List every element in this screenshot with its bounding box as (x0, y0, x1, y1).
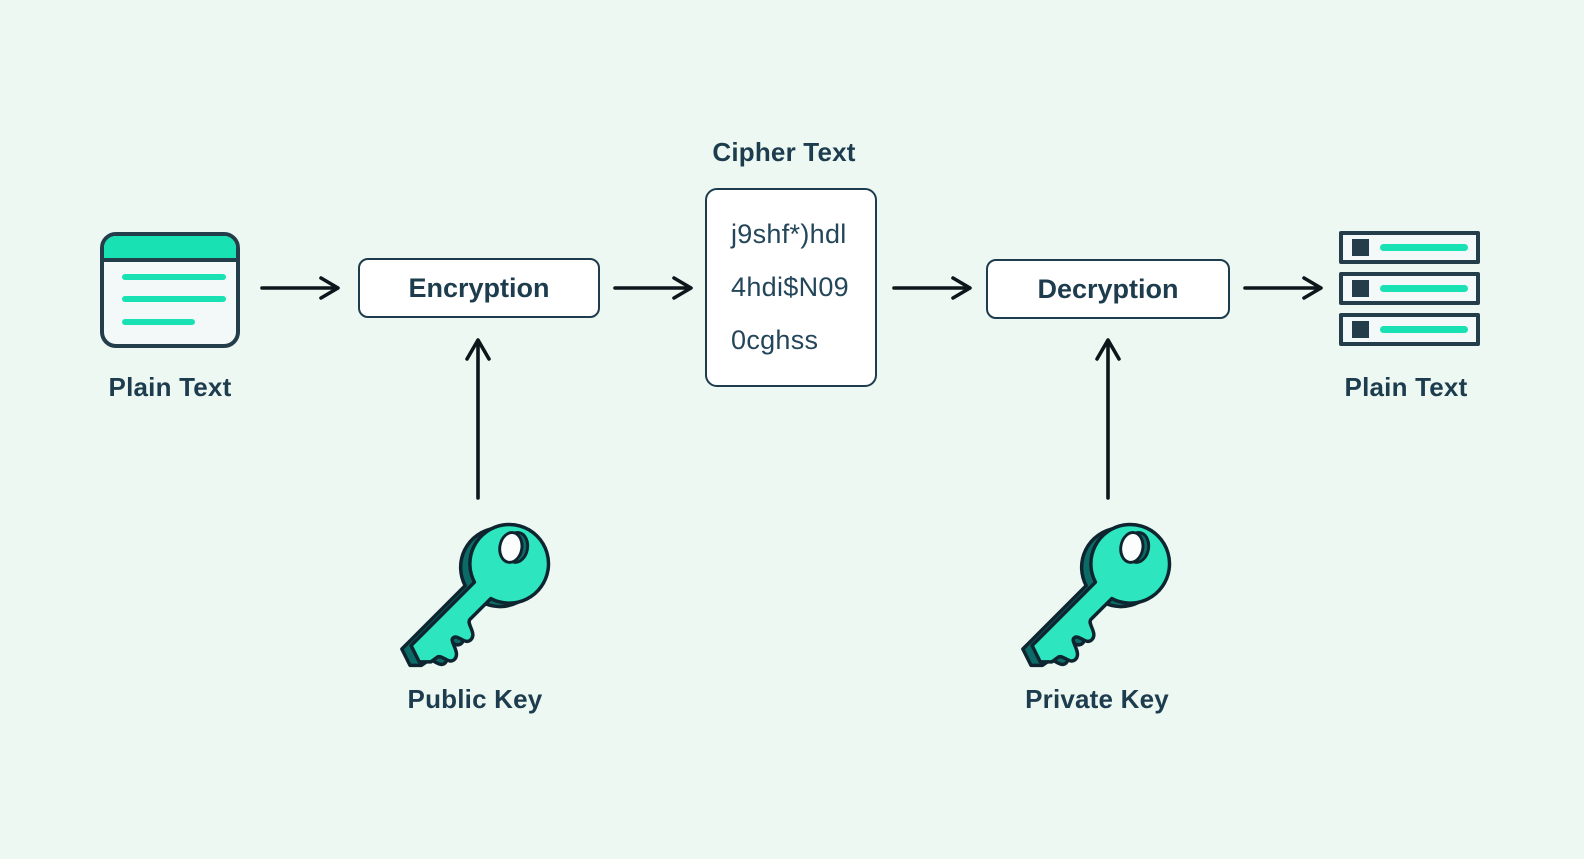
decryption-box: Decryption (986, 259, 1230, 319)
server-bar (1339, 231, 1480, 264)
public-key-label: Public Key (407, 684, 543, 714)
decryption-label: Decryption (1037, 273, 1179, 304)
plain-text-source-label: Plain Text (108, 372, 232, 402)
server-square (1352, 239, 1369, 256)
plain-text-result-label: Plain Text (1344, 372, 1468, 402)
server-bar (1339, 313, 1480, 346)
cipher-line-1: j9shf*)hdl (731, 219, 847, 249)
private-key-label: Private Key (1025, 684, 1169, 714)
key-icon (400, 522, 551, 668)
arrow-decryption-to-result (1243, 276, 1323, 300)
arrow-document-to-encryption (260, 276, 340, 300)
encryption-label: Encryption (408, 272, 550, 303)
server-stack-icon (1339, 231, 1480, 354)
arrow-encryption-to-cipher (613, 276, 693, 300)
server-square (1352, 321, 1369, 338)
arrow-private-key-to-decryption (1095, 338, 1121, 500)
server-light-bar (1380, 326, 1468, 333)
document-header-bar (104, 236, 236, 262)
arrow-public-key-to-encryption (465, 338, 491, 500)
arrow-cipher-to-decryption (892, 276, 972, 300)
server-bar (1339, 272, 1480, 305)
encryption-box: Encryption (358, 258, 600, 318)
server-light-bar (1380, 285, 1468, 292)
cipher-text-title: Cipher Text (712, 137, 856, 167)
document-text-line (122, 296, 226, 302)
document-icon (100, 232, 240, 348)
cipher-line-3: 0cghss (731, 325, 819, 355)
document-text-line (122, 274, 226, 280)
cipher-line-2: 4hdi$N09 (731, 272, 849, 302)
document-text-line (122, 319, 195, 325)
key-icon (1021, 522, 1172, 668)
cipher-text-box: j9shf*)hdl 4hdi$N09 0cghss (705, 188, 877, 387)
server-square (1352, 280, 1369, 297)
server-light-bar (1380, 244, 1468, 251)
